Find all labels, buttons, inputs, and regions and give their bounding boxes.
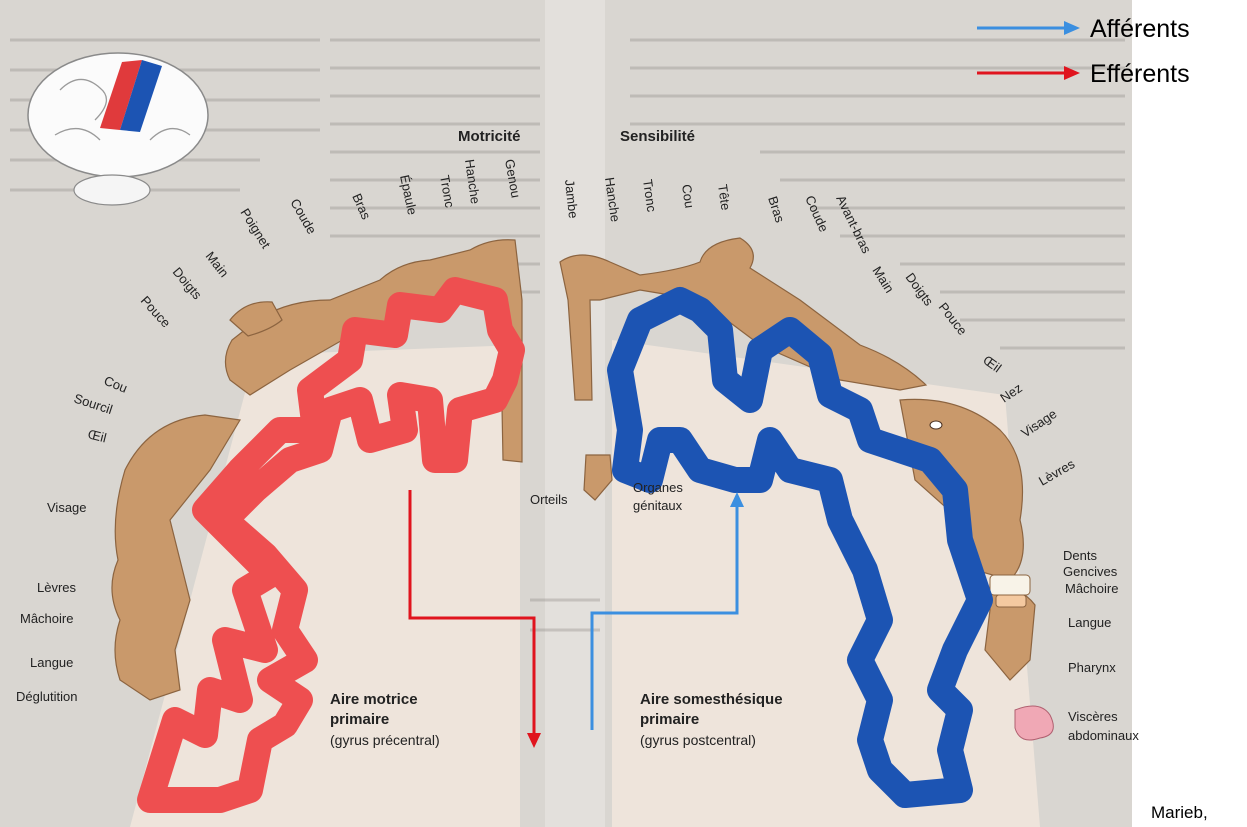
motor-label-levres: Lèvres — [37, 580, 77, 595]
sensory-label-pharynx: Pharynx — [1068, 660, 1116, 675]
sensory-label-organes: Organes — [633, 480, 683, 495]
legend-afferent-label: Afférents — [1090, 15, 1190, 43]
homunculus-eye-icon — [930, 421, 942, 429]
motor-label-visage: Visage — [47, 500, 87, 515]
sensory-label-dents: Dents — [1063, 548, 1097, 563]
source-credit: Marieb, — [1151, 803, 1208, 822]
page-gutter — [545, 0, 605, 827]
motor-label-deglutition: Déglutition — [16, 689, 77, 704]
sensory-label-langue: Langue — [1068, 615, 1111, 630]
motor-area-subtitle: (gyrus précentral) — [330, 732, 440, 748]
teeth-detail — [990, 575, 1030, 607]
legend-efferent-label: Efférents — [1090, 60, 1190, 88]
sensory-label-visceres: Viscères — [1068, 709, 1118, 724]
motor-area-title-line1: Aire motrice — [330, 691, 418, 708]
sensory-label-machoire: Mâchoire — [1065, 581, 1118, 596]
motor-label-orteils: Orteils — [530, 492, 568, 507]
motor-label-machoire: Mâchoire — [20, 611, 73, 626]
motor-heading: Motricité — [458, 128, 521, 145]
sensory-label-abdominaux: abdominaux — [1068, 728, 1139, 743]
sensory-area-title-line2: primaire — [640, 711, 699, 728]
motor-label-langue: Langue — [30, 655, 73, 670]
sensory-label-gencives: Gencives — [1063, 564, 1118, 579]
motor-area-title-line2: primaire — [330, 711, 389, 728]
sensory-label-genitaux: génitaux — [633, 498, 683, 513]
sensory-area-subtitle: (gyrus postcentral) — [640, 732, 756, 748]
sensory-heading: Sensibilité — [620, 128, 695, 145]
sensory-area-title-line1: Aire somesthésique — [640, 691, 783, 708]
